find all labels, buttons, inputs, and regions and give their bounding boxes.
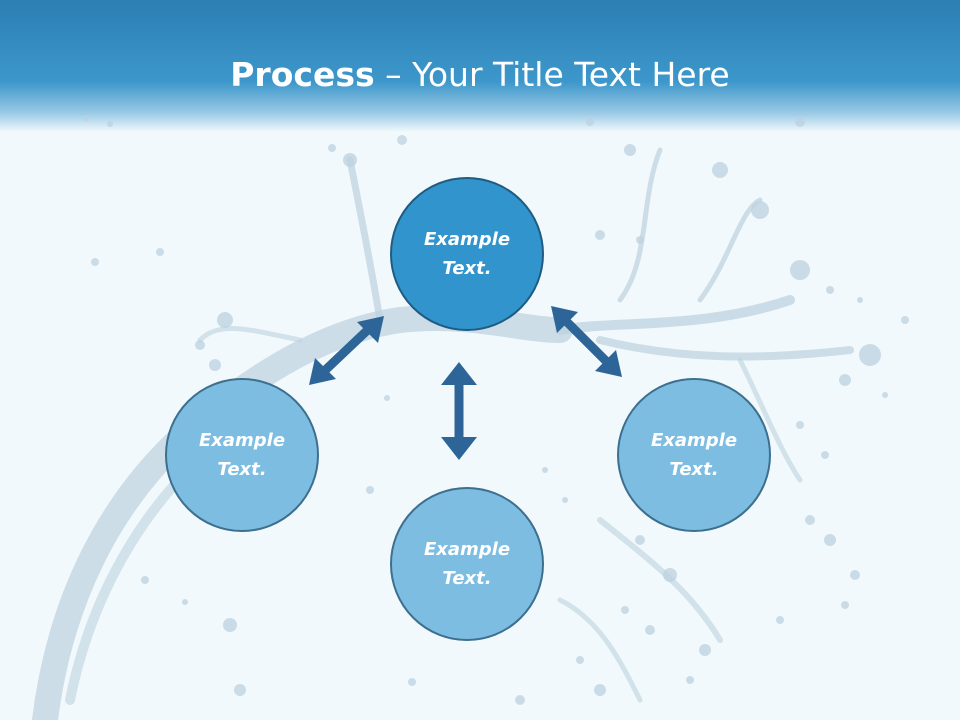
node-text-line2: Text. xyxy=(442,258,492,279)
arrow-top-left xyxy=(314,319,379,381)
node-text-line1: Example xyxy=(650,430,738,451)
title-rest: – Your Title Text Here xyxy=(374,55,730,94)
arrowhead-top-right-a xyxy=(551,306,578,333)
node-text-line2: Text. xyxy=(442,568,492,589)
node-text-line1: Example xyxy=(423,229,511,250)
arrowhead-top-right-b xyxy=(595,350,622,377)
node-text-line2: Text. xyxy=(669,459,719,480)
arrow-top-right xyxy=(556,311,617,372)
process-node-top[interactable]: Example Text. xyxy=(390,177,544,331)
slide-title: Process – Your Title Text Here xyxy=(0,52,960,98)
title-bold: Process xyxy=(230,55,375,94)
title-banner xyxy=(0,0,960,132)
node-text-line1: Example xyxy=(423,539,511,560)
node-text-line1: Example xyxy=(198,430,286,451)
arrowhead-vertical-down xyxy=(441,437,477,460)
arrowhead-top-left-b xyxy=(309,358,336,385)
arrowhead-vertical-up xyxy=(441,362,477,385)
process-node-bottom[interactable]: Example Text. xyxy=(390,487,544,641)
process-node-left[interactable]: Example Text. xyxy=(165,378,319,532)
process-node-right[interactable]: Example Text. xyxy=(617,378,771,532)
arrowhead-top-left-a xyxy=(357,316,384,343)
node-text-line2: Text. xyxy=(217,459,267,480)
